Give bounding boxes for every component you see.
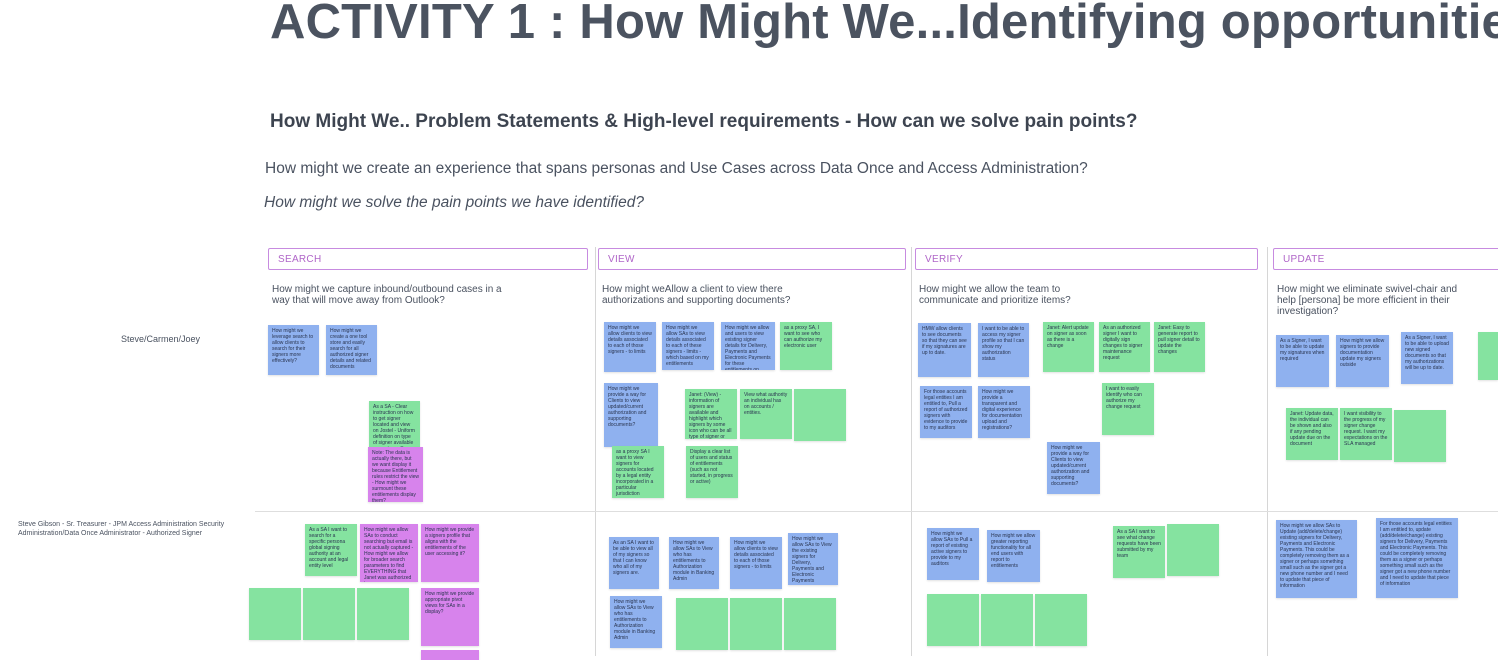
sticky-note[interactable]: How might we provide a way for Clients t… xyxy=(1047,442,1100,494)
sticky-note[interactable]: For those accounts legal entities I am e… xyxy=(1376,518,1458,598)
sticky-note[interactable]: HMW allow clients to see documents so th… xyxy=(918,323,971,377)
sticky-note[interactable] xyxy=(927,594,979,646)
sticky-note[interactable]: As a SA I want to search for a specific … xyxy=(305,524,357,576)
sticky-note[interactable]: How might we allow greater reporting fun… xyxy=(987,530,1040,582)
sticky-note[interactable]: I want visibility to the progress of my … xyxy=(1340,408,1392,460)
row-label-persona: Steve Gibson - Sr. Treasurer - JPM Acces… xyxy=(18,521,225,537)
sticky-note[interactable]: As an authorized signer I want to digita… xyxy=(1099,322,1150,372)
sticky-note[interactable]: How might we allow and users to view exi… xyxy=(721,322,775,370)
sticky-note[interactable]: As a Signer, I want to be able to update… xyxy=(1276,335,1329,387)
column-question-view: How might weAllow a client to view there… xyxy=(602,284,791,306)
sticky-note[interactable]: As an SA I want to be able to view all o… xyxy=(609,537,659,589)
sticky-note[interactable]: How might we allow clients to view detai… xyxy=(730,537,782,589)
page-title: ACTIVITY 1 : How Might We...Identifying … xyxy=(270,0,1498,49)
column-header-verify[interactable]: VERIFY xyxy=(915,248,1258,270)
sticky-note[interactable]: How might we allow SAs to Pull a report … xyxy=(927,528,979,580)
sticky-note[interactable]: How might we allow SAs to View who has e… xyxy=(669,537,719,589)
sticky-note[interactable]: I want to be able to access my signer pr… xyxy=(978,323,1029,377)
sticky-note[interactable]: How might we provide appropriate pivot v… xyxy=(421,588,479,646)
sticky-note[interactable]: As a SA - Clear instruction on how to ge… xyxy=(369,401,420,449)
sticky-note[interactable] xyxy=(794,389,846,441)
column-header-update[interactable]: UPDATE xyxy=(1273,248,1498,270)
sticky-note[interactable]: How might we allow SAs to conduct search… xyxy=(360,524,418,582)
sticky-note[interactable]: Note: The data is actually there, but we… xyxy=(368,447,423,502)
sticky-note[interactable]: How might we allow signers to provide do… xyxy=(1336,335,1389,387)
sticky-note[interactable]: As a SA I want to see what change reques… xyxy=(1113,526,1165,578)
sticky-note[interactable] xyxy=(1478,332,1498,380)
column-header-view[interactable]: VIEW xyxy=(598,248,906,270)
column-header-search[interactable]: SEARCH xyxy=(268,248,588,270)
sticky-note[interactable]: Janet: Alert update on signer as soon as… xyxy=(1043,322,1094,372)
sticky-note[interactable]: How might we allow SAs to Update (add/de… xyxy=(1276,520,1357,598)
sticky-note[interactable] xyxy=(421,650,479,660)
sticky-note[interactable] xyxy=(1167,524,1219,576)
sticky-note[interactable] xyxy=(1035,594,1087,646)
sticky-note[interactable]: For those accounts legal entities I am e… xyxy=(920,386,972,438)
sticky-note[interactable]: How might we provide a transparent and d… xyxy=(978,386,1030,438)
column-question-update: How might we eliminate swivel-chair and … xyxy=(1277,284,1458,317)
row-divider xyxy=(255,511,1498,512)
sticky-note[interactable]: How might we provide a way for Clients t… xyxy=(604,383,658,447)
sticky-note[interactable]: as a proxy SA, I want to see who can aut… xyxy=(780,322,832,370)
section-subtitle: How Might We.. Problem Statements & High… xyxy=(270,111,1138,132)
sticky-note[interactable]: How might we allow SAs to view details a… xyxy=(662,322,714,370)
sticky-note[interactable]: How might we allow SAs to View who has e… xyxy=(610,596,662,648)
sticky-note[interactable]: as a proxy SA I want to view signers for… xyxy=(612,446,664,498)
sticky-note[interactable]: Janet: (View) - information of signers a… xyxy=(685,389,737,439)
column-divider xyxy=(1267,247,1268,656)
column-question-verify: How might we allow the team to communica… xyxy=(919,284,1071,306)
sticky-note[interactable]: View what authority an individual has on… xyxy=(740,389,792,439)
sticky-note[interactable]: As a Signer, I want to be able to upload… xyxy=(1401,332,1453,384)
sticky-note[interactable] xyxy=(249,588,301,640)
sticky-note[interactable] xyxy=(357,588,409,640)
sticky-note[interactable]: Display a clear list of users and status… xyxy=(686,446,738,498)
row-label-team: Steve/Carmen/Joey xyxy=(121,334,201,344)
sticky-note[interactable]: How might we provide a signers profile t… xyxy=(421,524,479,582)
column-divider xyxy=(911,247,912,656)
sticky-note[interactable] xyxy=(676,598,728,650)
column-divider xyxy=(595,247,596,656)
sticky-note[interactable] xyxy=(1394,410,1446,462)
sticky-note[interactable]: Janet: Update data, the individual can b… xyxy=(1286,408,1338,460)
sticky-note[interactable] xyxy=(981,594,1033,646)
guiding-question-italic: How might we solve the pain points we ha… xyxy=(264,194,644,211)
column-question-search: How might we capture inbound/outbound ca… xyxy=(272,284,502,306)
sticky-note[interactable]: How might we create a one tool store and… xyxy=(326,325,377,375)
sticky-note[interactable] xyxy=(784,598,836,650)
guiding-question: How might we create an experience that s… xyxy=(265,160,1088,177)
sticky-note[interactable]: How might we leverage search to allow cl… xyxy=(268,325,319,375)
sticky-note[interactable] xyxy=(730,598,782,650)
sticky-note[interactable]: I want to easily identify who can author… xyxy=(1102,383,1154,435)
sticky-note[interactable]: How might we allow SAs to View the exist… xyxy=(788,533,838,585)
sticky-note[interactable] xyxy=(303,588,355,640)
sticky-note[interactable]: Janet: Easy to generate report to pull s… xyxy=(1154,322,1205,372)
sticky-note[interactable]: How might we allow clients to view detai… xyxy=(604,322,656,372)
